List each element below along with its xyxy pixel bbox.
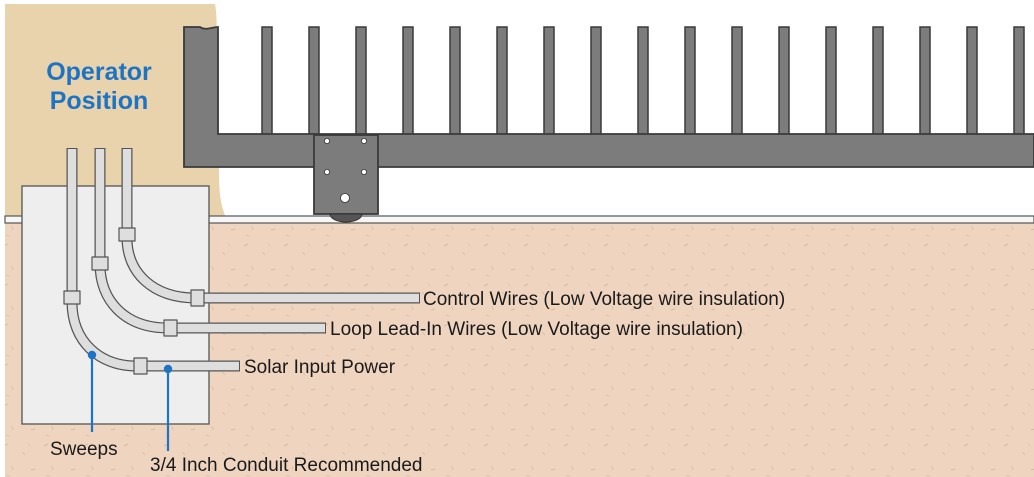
callout-conduit (163, 364, 173, 451)
sliding-gate (183, 26, 1034, 223)
label-sweeps: Sweeps (50, 439, 118, 460)
sweep-coupling (190, 289, 205, 307)
conduits (63, 148, 420, 375)
sweep-coupling (133, 357, 148, 375)
sweep-coupling (118, 227, 136, 242)
gate-pickets (261, 26, 1025, 136)
label-conduit-recommended: 3/4 Inch Conduit Recommended (150, 455, 423, 476)
sweep-coupling (163, 319, 178, 337)
label-control-wires: Control Wires (Low Voltage wire insulati… (423, 289, 785, 310)
label-solar-input-power: Solar Input Power (244, 357, 396, 378)
sweep-coupling (91, 256, 109, 271)
callout-sweeps (87, 350, 97, 432)
ground-surface-line (4, 215, 1034, 224)
operator-position-title: Operator Position (46, 58, 152, 115)
gate-frame (183, 26, 1034, 168)
label-loop-lead-in-wires: Loop Lead-In Wires (Low Voltage wire ins… (330, 319, 743, 340)
sweep-coupling (63, 290, 81, 305)
title-line-1: Operator (46, 58, 152, 86)
operator-position-area (5, 4, 226, 218)
roller-wheel (329, 213, 363, 223)
title-line-2: Position (50, 87, 149, 115)
